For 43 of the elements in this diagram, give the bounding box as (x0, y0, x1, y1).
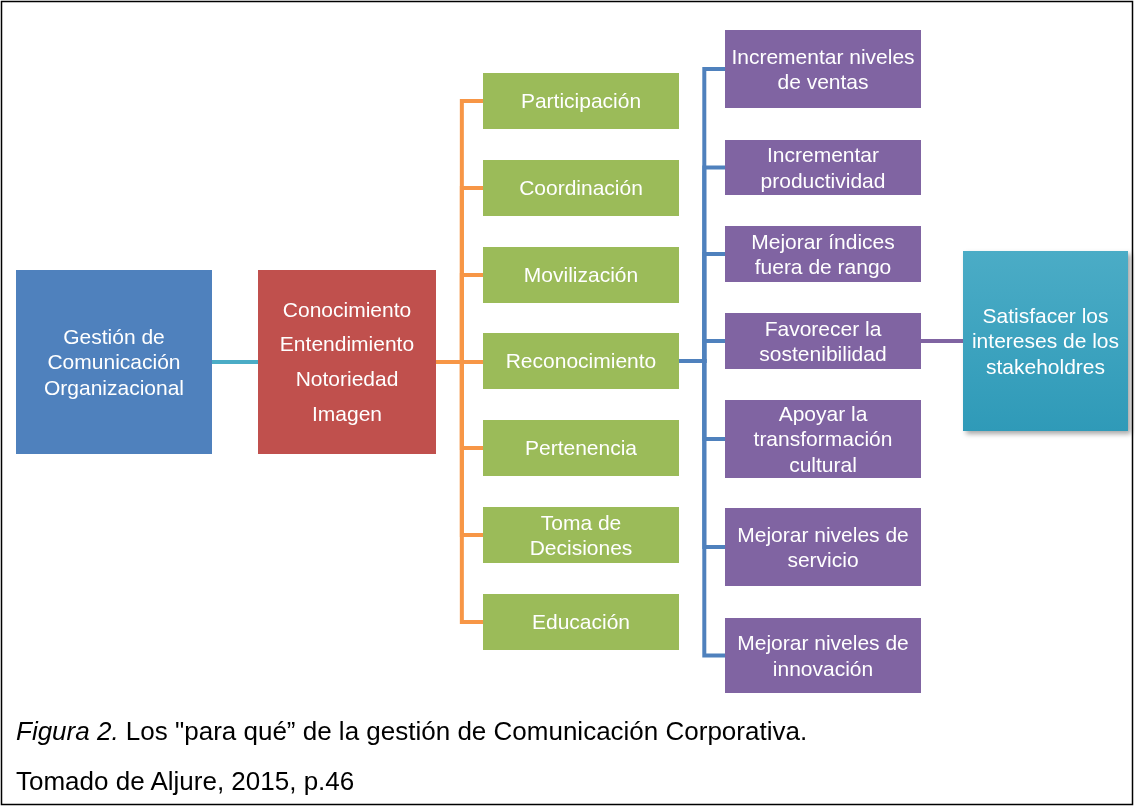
source-note: Tomado de Aljure, 2015, p.46 (16, 766, 355, 797)
process-box (483, 333, 679, 389)
process-box (483, 507, 679, 563)
box-text: Educación (531, 609, 631, 635)
process-box (725, 508, 921, 586)
box-text: Coordinación (519, 175, 643, 201)
box-text: Favorecer la sostenibilidad (758, 315, 888, 367)
box-text: Satisfacer los intereses de los stakeholdres (970, 303, 1121, 379)
process-box (483, 73, 679, 129)
process-box (725, 30, 921, 108)
box-text: Participación (520, 88, 642, 114)
box-text: Pertenencia (524, 435, 638, 461)
process-box (725, 618, 921, 693)
box-text: Imagen (311, 400, 382, 427)
box-text: Conocimiento (282, 296, 412, 323)
connector-line (679, 359, 725, 658)
connector-line (921, 339, 963, 343)
process-box (483, 247, 679, 303)
process-box (258, 270, 436, 454)
box-text: Incrementar niveles de ventas (730, 43, 916, 95)
process-box (725, 140, 921, 195)
process-box (483, 594, 679, 650)
process-box (725, 226, 921, 282)
process-box (16, 270, 212, 454)
box-text: Notoriedad (295, 366, 399, 392)
process-box (725, 400, 921, 478)
goal-box (963, 251, 1128, 431)
box-text: Mejorar niveles de servicio (736, 521, 910, 573)
figure-caption: Figura 2. Los "para qué” de la gestión de Comunicación Corporativa. (16, 716, 808, 747)
box-text: Movilización (523, 262, 639, 288)
box-text: Incrementar productividad (759, 142, 887, 193)
connector-line (212, 360, 258, 364)
process-box (483, 420, 679, 476)
process-box (483, 160, 679, 216)
box-text: Entendimiento (279, 331, 415, 358)
box-text: Mejorar niveles de innovación (736, 630, 910, 681)
box-text: Gestión de Comunicación Organizacional (42, 324, 186, 400)
box-text: Reconocimiento (505, 348, 657, 374)
box-text: Toma de Decisiones (528, 509, 634, 561)
box-text: Apoyar la transformación cultural (752, 401, 894, 477)
connector-line (436, 360, 483, 624)
process-box (725, 313, 921, 369)
box-text: Mejorar índices fuera de rango (750, 228, 896, 280)
